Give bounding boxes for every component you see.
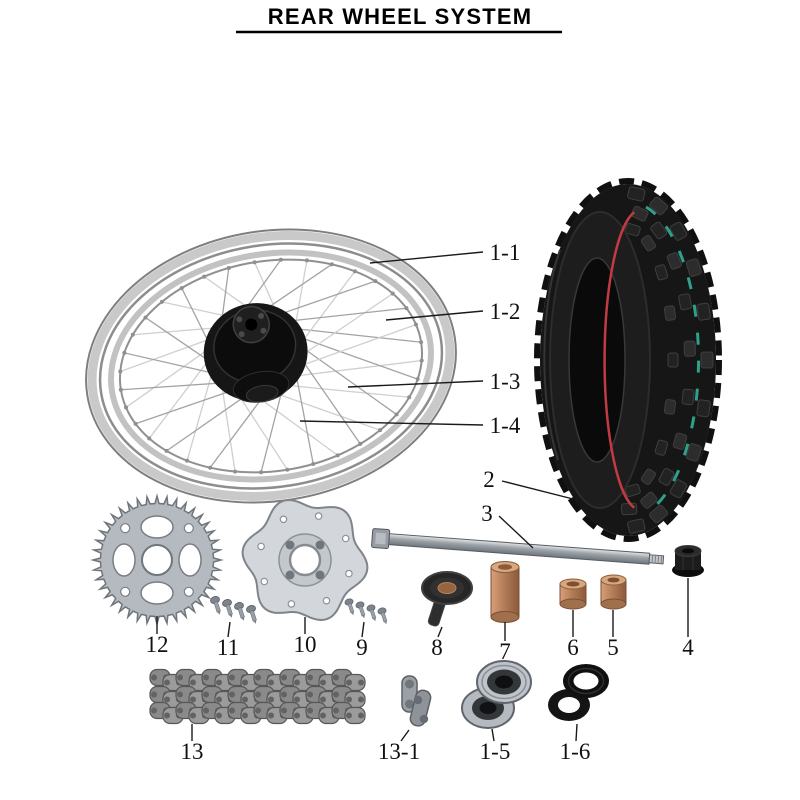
leader-line-1-4 (299, 420, 484, 426)
hub-illustration (203, 303, 308, 403)
leader-line-9 (361, 621, 365, 638)
bearings-illustration (461, 660, 532, 729)
drive-chain-illustration (149, 668, 366, 725)
callout-1-2: 1-2 (490, 299, 521, 324)
leader-lines (156, 251, 689, 742)
callout-3: 3 (481, 501, 493, 526)
wheel-illustration (85, 228, 457, 504)
callout-6: 6 (567, 635, 579, 660)
axle-nut-illustration (672, 545, 704, 577)
callout-1-1: 1-1 (490, 240, 521, 265)
bolt-set-9-illustration (343, 597, 391, 626)
leader-line-2 (501, 480, 574, 500)
tire-red-stripe (603, 211, 636, 509)
leader-line-13-1 (400, 729, 410, 742)
leader-line-1-1 (369, 251, 484, 264)
callout-labels: 1-1 1-2 1-3 1-4 2 3 12 11 10 9 8 7 6 5 4… (146, 240, 695, 764)
callout-13-1: 13-1 (378, 739, 420, 764)
tire-green-stripe (645, 205, 701, 515)
callout-11: 11 (217, 635, 239, 660)
brake-disc-illustration (241, 498, 369, 622)
tire-illustration (534, 178, 722, 542)
callout-10: 10 (294, 632, 317, 657)
leader-line-8 (437, 626, 443, 638)
leader-line-1-6 (575, 723, 578, 742)
oil-seals-illustration (548, 664, 609, 721)
leader-line-1-5 (491, 728, 495, 742)
damper-roller-illustration (421, 571, 473, 627)
callout-4: 4 (682, 635, 694, 660)
tread-knobs-illustration (620, 186, 714, 534)
leader-line-3 (498, 515, 534, 549)
callout-5: 5 (607, 635, 619, 660)
callout-1-6: 1-6 (560, 739, 591, 764)
callout-2: 2 (483, 467, 495, 492)
callout-1-4: 1-4 (490, 413, 521, 438)
leader-line-1-3 (347, 380, 484, 388)
bushing-6-illustration (559, 578, 587, 610)
callout-13: 13 (181, 739, 204, 764)
callout-12: 12 (146, 632, 169, 657)
callout-1-5: 1-5 (480, 739, 511, 764)
callout-8: 8 (431, 635, 443, 660)
tire-bead-opening (569, 258, 625, 462)
master-link-illustration (401, 675, 432, 727)
axle-illustration (371, 528, 665, 565)
bushing-5-illustration (600, 574, 627, 610)
leader-line-11 (227, 621, 231, 638)
spacer-sleeve-illustration (490, 561, 520, 623)
leader-line-1-2 (385, 310, 484, 321)
sprocket-illustration (90, 493, 224, 627)
callout-1-3: 1-3 (490, 369, 521, 394)
callout-7: 7 (499, 639, 511, 664)
page-title: REAR WHEEL SYSTEM (268, 4, 532, 29)
callout-9: 9 (356, 635, 368, 660)
bolt-set-11-illustration (209, 594, 261, 626)
